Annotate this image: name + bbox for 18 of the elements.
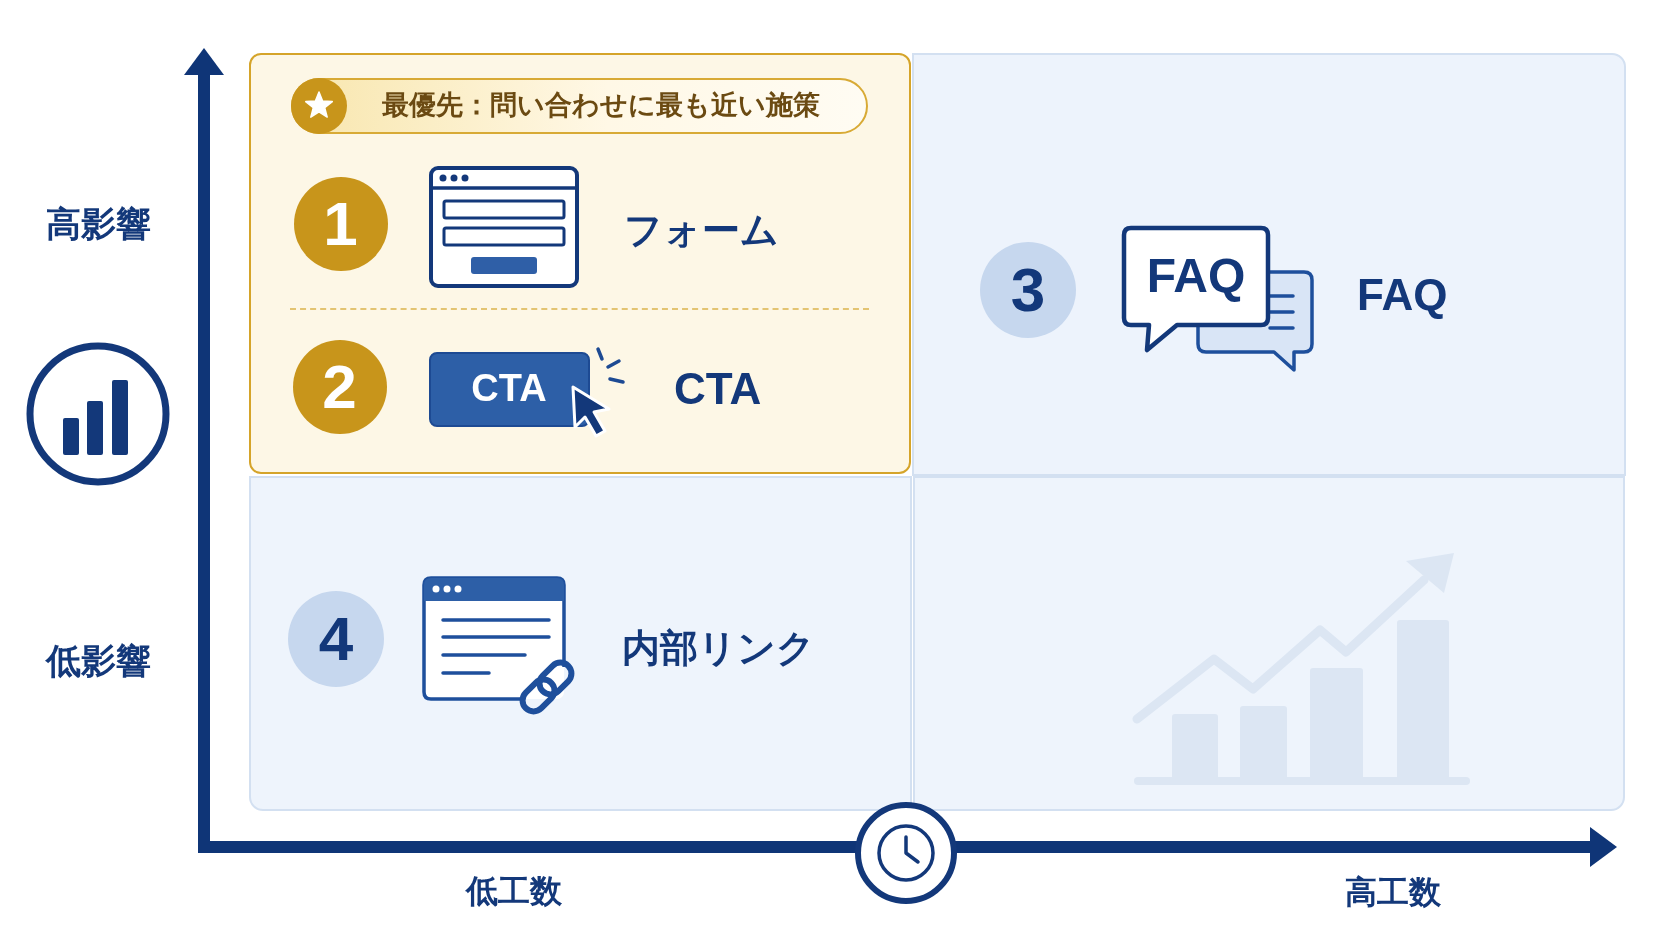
axis-label: 低影響 bbox=[45, 641, 151, 681]
number-badge: 3 bbox=[980, 242, 1076, 338]
item-label: 内部リンク bbox=[622, 628, 815, 670]
quadrant-panel bbox=[912, 53, 1626, 476]
number-badge: 2 bbox=[292, 339, 387, 434]
banner-text: 最優先：問い合わせに最も近い施策 bbox=[381, 91, 820, 120]
number-badge: 1 bbox=[293, 176, 388, 271]
number-badge: 4 bbox=[288, 591, 384, 687]
cta-button-graphic: CTA bbox=[428, 351, 590, 427]
axis-label: 高影響 bbox=[45, 204, 151, 244]
axis-label: 低工数 bbox=[466, 874, 562, 910]
priority-banner bbox=[290, 77, 868, 134]
item-label: FAQ bbox=[1357, 270, 1448, 320]
item-label: フォーム bbox=[624, 210, 779, 252]
priority-quadrant bbox=[249, 53, 911, 474]
item-label: CTA bbox=[674, 364, 762, 414]
axis-label: 高工数 bbox=[1345, 875, 1441, 911]
quadrant-panel bbox=[249, 476, 912, 811]
